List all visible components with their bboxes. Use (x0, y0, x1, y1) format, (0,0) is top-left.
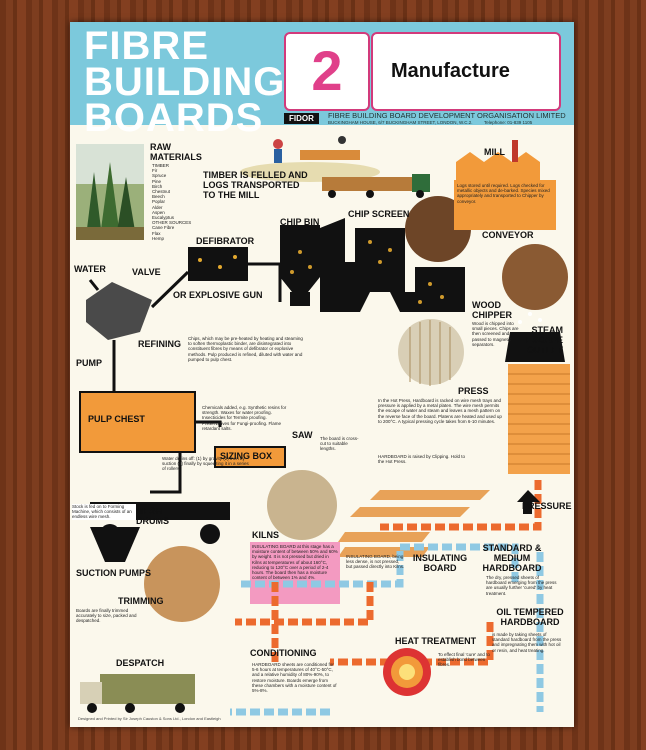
pressure-arrow (517, 490, 540, 514)
list-item: Chestnut (152, 189, 171, 195)
label-pressure: PRESSURE (522, 501, 572, 511)
label-sizing-box: SIZING BOX (220, 451, 273, 461)
list-item: Cane Fibre (152, 225, 175, 231)
poster-number: 2 (311, 39, 343, 102)
poster-subject: Manufacture (391, 60, 510, 82)
org-name: FIBRE BUILDING BOARD DEVELOPMENT ORGANIS… (328, 111, 566, 120)
label-insulating-board: INSULATING BOARD (412, 553, 468, 573)
org-telephone: Telephone: 01-839 1105 (484, 120, 533, 125)
number-box: 2 (284, 32, 370, 111)
label-oil-tempered: OIL TEMPERED HARDBOARD (496, 607, 564, 627)
label-raw-materials: RAW MATERIALS (150, 142, 202, 162)
heat-text: To effect final 'cure' and to establish … (438, 652, 490, 668)
refining-text: Chips, which may be pre-heated by heatin… (188, 336, 303, 362)
forest-photo (76, 144, 144, 240)
list-item: Alder (152, 204, 163, 210)
title-line: FIBRE (84, 24, 209, 68)
label-chip-screen: CHIP SCREEN (348, 209, 410, 219)
list-item: Hemp (152, 235, 165, 241)
label-explosive-gun: OR EXPLOSIVE GUN (173, 290, 263, 300)
drums-text: Water drains off: (1) by gravity (2) the… (162, 456, 249, 472)
label-valve: VALVE (132, 267, 161, 277)
trimming-text: Boards are finally trimmed accurately to… (76, 608, 137, 624)
list-item: Birch (152, 183, 163, 189)
flow-arrows (230, 480, 544, 716)
log-truck (322, 174, 430, 198)
kiln-note-box (250, 542, 340, 604)
hardboard-racked-text: HARDBOARD is raised by Clipping. Hold to… (378, 454, 466, 465)
hardboard-stacks (338, 490, 490, 557)
label-pulp-chest: PULP CHEST (88, 414, 145, 424)
poster-header: FIBRE BUILDING BOARDS 2 Manufacture (70, 22, 574, 138)
title-line: BUILDING (84, 60, 286, 104)
label-refining: REFINING (138, 339, 182, 349)
label-saw: SAW (292, 430, 313, 440)
list-item: OTHER SOURCES (152, 220, 192, 226)
label-press: PRESS (458, 386, 489, 396)
sizing-box (214, 446, 286, 468)
label-chip-bin: CHIP BIN (280, 217, 320, 227)
list-item: TIMBER (152, 163, 170, 168)
poster: FIBRE BUILDING BOARDS 2 Manufacture FIDO… (70, 22, 574, 727)
title-line: BOARDS (84, 96, 264, 140)
list-item: Spruce (152, 173, 167, 179)
label-wood-chipper: WOOD CHIPPER (472, 300, 513, 320)
oil-text: is made by taking sheets of standard har… (492, 632, 562, 653)
poster-title: FIBRE BUILDING BOARDS (84, 24, 286, 140)
sizing-text: Chemicals added, e.g. Synthetic resins f… (202, 405, 287, 431)
org-address: BUCKINGHAM HOUSE, 6/7 BUCKINGHAM STREET,… (328, 120, 473, 125)
mesh-photo (398, 319, 464, 385)
saw-text: The board is cross-cut to suitable lengt… (320, 436, 359, 452)
label-conditioning: CONDITIONING (250, 648, 317, 658)
label-mesh-drums: MESH DRUMS (136, 506, 169, 526)
label-water: WATER (74, 264, 106, 274)
label-timber-felled: TIMBER IS FELLED AND LOGS TRANSPORTED TO… (203, 170, 308, 200)
label-pump: PUMP (76, 358, 103, 368)
fidor-logo: FIDOR (284, 113, 319, 124)
label-defibrator: DEFIBRATOR (196, 236, 255, 246)
label-mill: MILL (484, 147, 505, 157)
press (508, 364, 570, 474)
label-kilns: KILNS (252, 530, 279, 540)
list-item: Eucalyptus (152, 215, 175, 221)
steam-outlet (505, 332, 565, 362)
organisation-row: FIDOR FIBRE BUILDING BOARD DEVELOPMENT O… (284, 111, 574, 127)
label-steam-outlet: STEAM ESCAPE OUTLET (525, 325, 563, 355)
list-item: Aspen (152, 209, 165, 215)
defibrator (188, 247, 248, 281)
conditioning-text: HARDBOARD sheets are conditioned for 5-6… (252, 662, 337, 694)
wood-chipper-text: Wood is chipped into small pieces. Chips… (472, 321, 519, 347)
refiner (86, 282, 152, 340)
list-item: Pine (152, 178, 162, 184)
list-item: Beech (152, 194, 165, 200)
standard-text: The dry, pressed sheets of hardboard eme… (486, 575, 557, 596)
press-text: In the Hot Press, Hardboard is racked on… (378, 398, 502, 424)
label-conveyor: CONVEYOR (482, 230, 534, 240)
label-suction-pumps: SUCTION PUMPS (76, 568, 152, 578)
insulating-kiln-text: INSULATING BOARD at this stage has a moi… (252, 544, 338, 581)
printer-credit: Designed and Printed by Sir Joseph Caust… (78, 716, 221, 721)
insulating-note-text: INSULATING BOARD, being less dense, is n… (346, 554, 405, 570)
wood-chipper-photo (502, 244, 568, 310)
list-item: Fir (152, 168, 158, 174)
list-item: Poplar (152, 199, 166, 205)
subject-box: Manufacture (371, 32, 561, 111)
forming-text: Stock is fed on to Forming Machine, whic… (72, 504, 136, 520)
label-standard-hardboard: STANDARD & MEDIUM HARDBOARD (482, 543, 542, 573)
list-item: Flax (152, 230, 161, 236)
label-heat-treatment: HEAT TREATMENT (395, 636, 477, 646)
chip-bin (280, 225, 320, 306)
label-trimming: TRIMMING (118, 596, 164, 606)
label-despatch: DESPATCH (116, 658, 165, 668)
saw-photo (267, 470, 337, 540)
chip-screen (320, 218, 465, 312)
trimming-photo (144, 546, 220, 622)
timber-list: TIMBER Fir Spruce Pine Birch Chestnut Be… (152, 163, 191, 241)
mill-text: Logs stored until required. Logs checked… (454, 180, 556, 230)
despatch-lorry (80, 674, 195, 713)
